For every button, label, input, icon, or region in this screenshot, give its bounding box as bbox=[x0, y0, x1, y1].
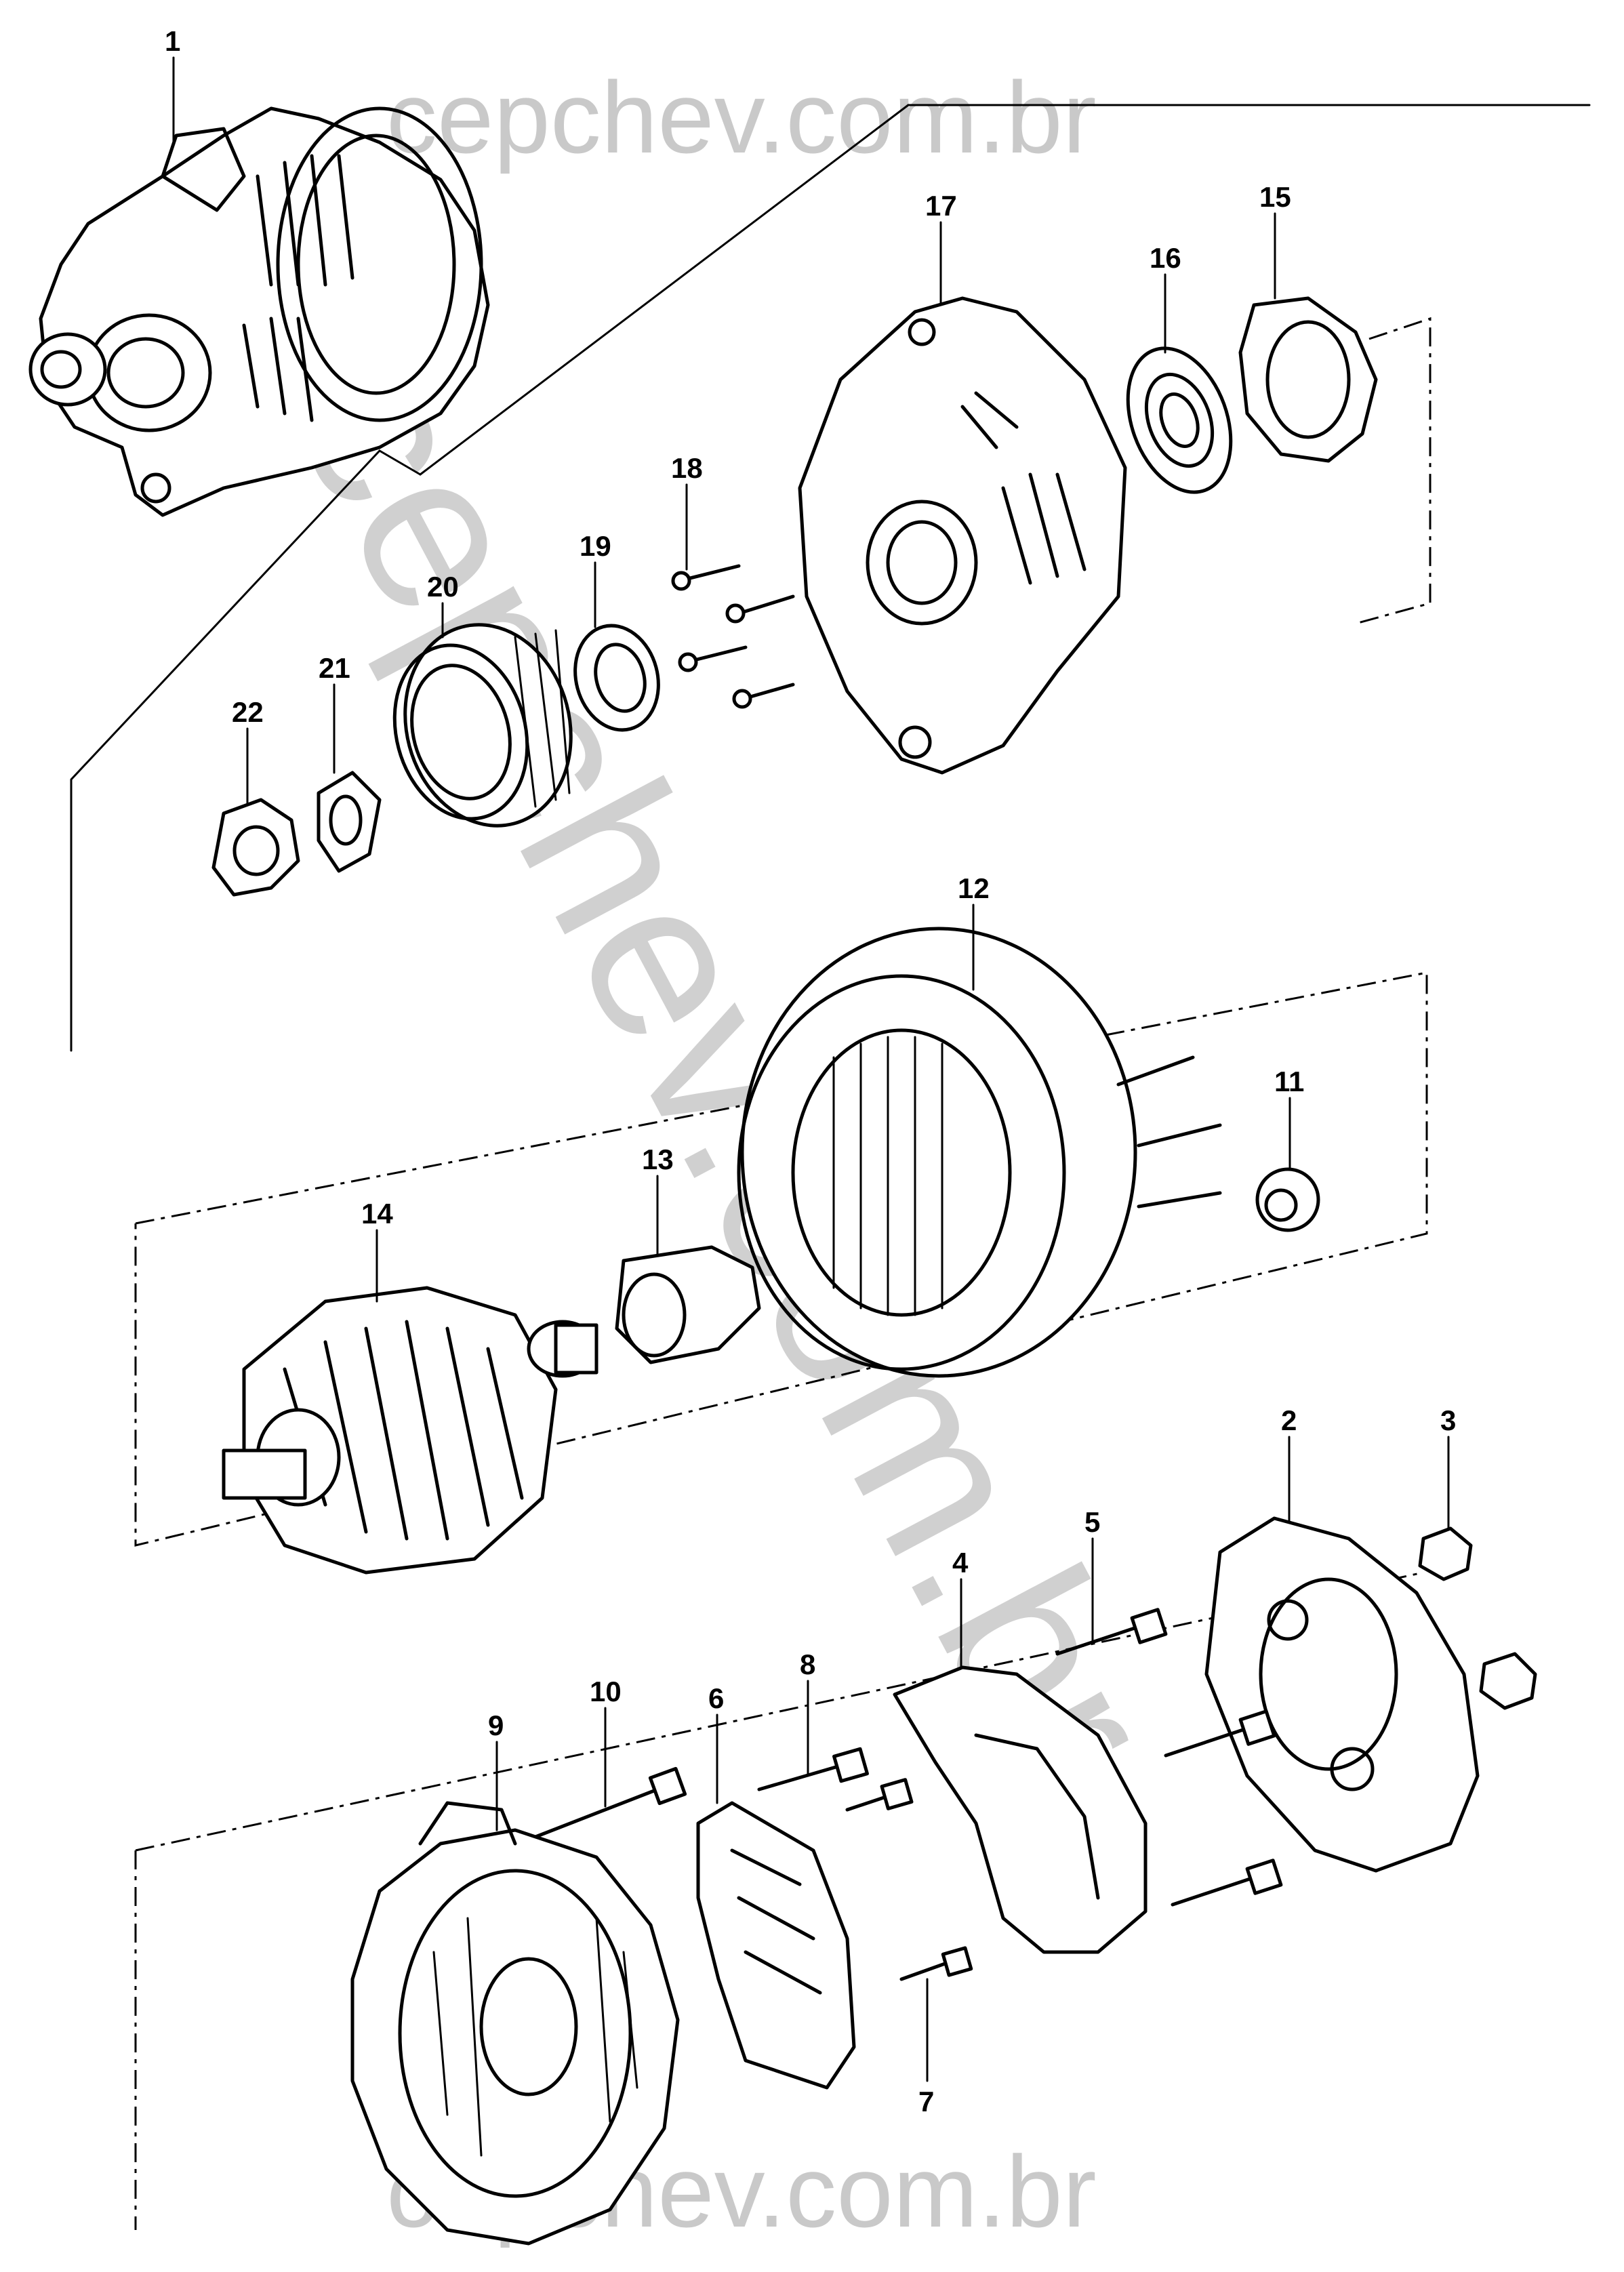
part-1-alternator-assembly bbox=[28, 106, 490, 517]
part-20-pulley bbox=[392, 623, 573, 828]
callout-14: 14 bbox=[361, 1198, 393, 1230]
callout-12: 12 bbox=[958, 872, 990, 904]
callout-17: 17 bbox=[925, 190, 957, 222]
part-12-stator bbox=[737, 927, 1222, 1378]
part-16-bearing bbox=[1126, 346, 1233, 494]
part-11-bush bbox=[1255, 1167, 1320, 1232]
callout-19: 19 bbox=[580, 530, 611, 562]
callout-2: 2 bbox=[1281, 1404, 1297, 1436]
part-6-regulator bbox=[696, 1801, 856, 2090]
callout-22: 22 bbox=[232, 696, 264, 728]
part-8-screws bbox=[757, 1747, 914, 1812]
part-5-bolts bbox=[1055, 1608, 1283, 1907]
callout-7: 7 bbox=[918, 2086, 934, 2117]
callout-11: 11 bbox=[1274, 1066, 1304, 1097]
part-7-screw bbox=[899, 1946, 973, 1981]
part-13-slip-ring-cover bbox=[615, 1245, 761, 1364]
callout-20: 20 bbox=[427, 571, 459, 603]
part-9-slip-ring-end-housing bbox=[350, 1801, 680, 2246]
part-4-rectifier bbox=[893, 1665, 1148, 1954]
callouts: 1 2 3 4 5 6 7 8 9 10 11 12 13 14 15 16 1 bbox=[165, 25, 1456, 2117]
part-19-spacer bbox=[573, 624, 660, 732]
callout-10: 10 bbox=[590, 1676, 622, 1707]
callout-4: 4 bbox=[952, 1547, 969, 1579]
callout-13: 13 bbox=[642, 1143, 674, 1175]
callout-6: 6 bbox=[708, 1682, 724, 1714]
watermark-top: cepchev.com.br bbox=[386, 60, 1097, 174]
callout-1: 1 bbox=[165, 25, 180, 57]
callout-5: 5 bbox=[1084, 1506, 1100, 1538]
callout-16: 16 bbox=[1150, 242, 1181, 274]
part-22-nut bbox=[211, 798, 300, 897]
callout-15: 15 bbox=[1259, 181, 1291, 213]
part-21-washer bbox=[317, 771, 382, 873]
part-18-screws bbox=[671, 564, 795, 709]
callout-3: 3 bbox=[1440, 1404, 1456, 1436]
callout-9: 9 bbox=[488, 1709, 504, 1741]
section-frames bbox=[70, 104, 1591, 2230]
part-14-rotor bbox=[222, 1286, 598, 1575]
callout-18: 18 bbox=[671, 452, 703, 484]
part-17-drive-end-housing bbox=[798, 296, 1127, 775]
part-3-nuts bbox=[1418, 1526, 1537, 1710]
callout-21: 21 bbox=[319, 652, 350, 684]
part-2-rear-cover bbox=[1204, 1516, 1480, 1873]
part-10-long-bolt bbox=[533, 1766, 687, 1839]
callout-8: 8 bbox=[800, 1648, 815, 1680]
part-15-retaining-plate bbox=[1238, 296, 1378, 463]
